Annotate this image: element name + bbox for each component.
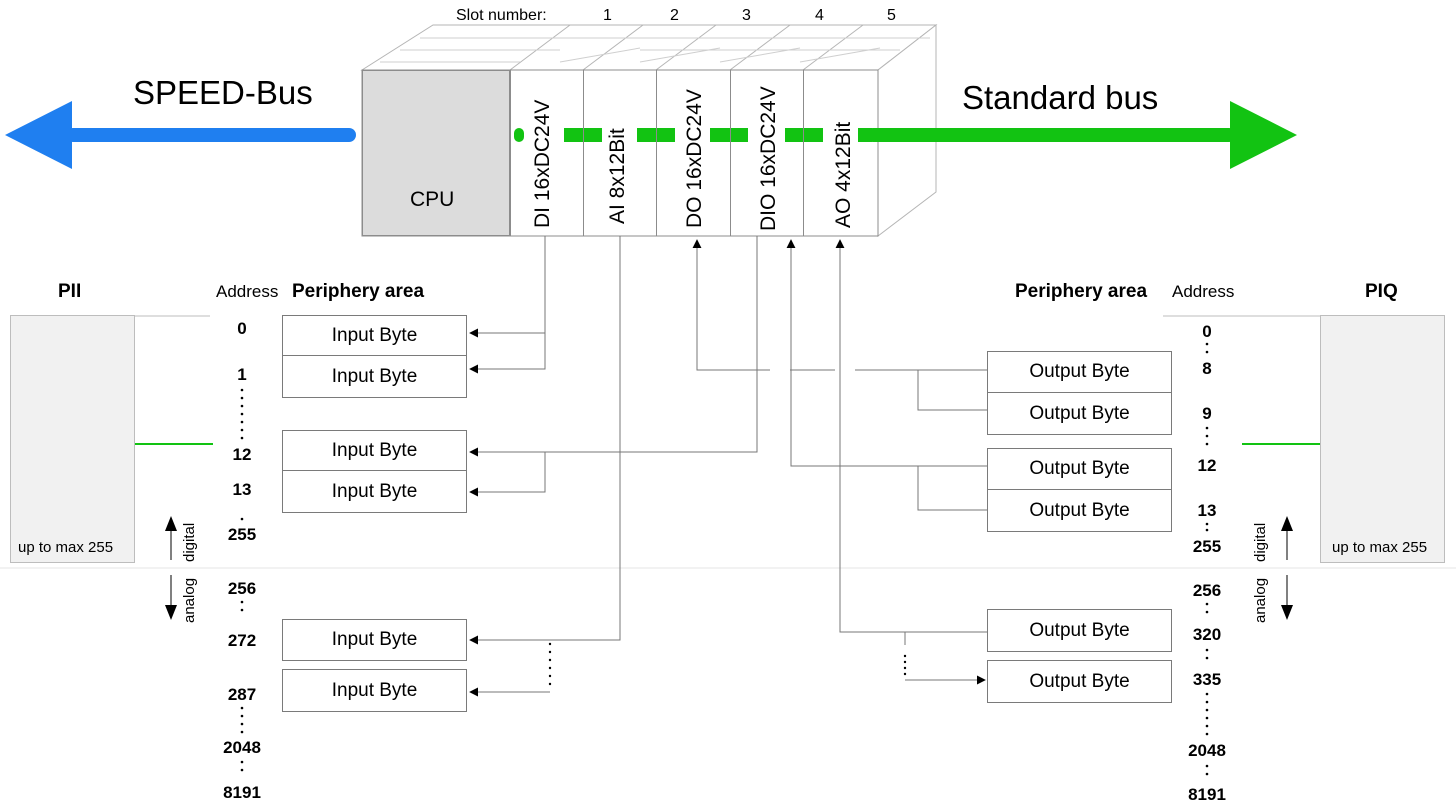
right-address-8191: 8191 — [1188, 785, 1226, 804]
left-address-header: Address — [216, 282, 279, 301]
right-address-13: 13 — [1197, 501, 1217, 520]
left-periphery-header: Periphery area — [292, 281, 425, 302]
right-address-2048: 2048 — [1188, 741, 1226, 760]
right-address-9: 9 — [1202, 404, 1212, 423]
pii-area — [10, 315, 135, 563]
left-connectors — [469, 236, 758, 697]
right-address-256: 256 — [1192, 581, 1222, 600]
digital-analog-arrows-right — [1281, 516, 1293, 620]
left-address-12: 12 — [232, 445, 252, 464]
left-address-2048: 2048 — [223, 738, 261, 757]
module-slot-3 — [656, 70, 730, 236]
output-byte-box: Output Byte — [987, 609, 1172, 652]
piq-title: PIQ — [1365, 281, 1398, 302]
slot-number-2: 2 — [670, 7, 679, 24]
right-address-335: 335 — [1192, 670, 1222, 689]
cpu-label: CPU — [410, 188, 455, 211]
address-dots-left — [240, 388, 244, 772]
slot-number-5: 5 — [887, 7, 896, 24]
module-label-ao: AO 4x12Bit — [832, 121, 855, 228]
input-byte-box: Input Byte — [282, 430, 467, 471]
module-label-ai: AI 8x12Bit — [606, 128, 629, 224]
ellipsis-dots-right — [903, 654, 907, 676]
output-byte-box: Output Byte — [987, 660, 1172, 703]
output-byte-box: Output Byte — [987, 489, 1172, 532]
left-address-287: 287 — [227, 685, 257, 704]
right-address-header: Address — [1172, 282, 1235, 301]
module-slot-2 — [583, 70, 656, 236]
right-connectors — [692, 239, 988, 685]
input-byte-box: Input Byte — [282, 315, 467, 356]
right-analog-label: analog — [1252, 577, 1269, 623]
module-slot-1 — [510, 70, 583, 236]
input-byte-box: Input Byte — [282, 619, 467, 661]
output-byte-box: Output Byte — [987, 392, 1172, 435]
standard-bus-arrow — [866, 101, 1297, 169]
input-byte-box: Input Byte — [282, 355, 467, 398]
module-label-di: DI 16xDC24V — [531, 99, 554, 228]
cpu-module — [362, 70, 510, 236]
left-address-8191: 8191 — [223, 783, 261, 802]
left-address-13: 13 — [232, 480, 252, 499]
address-dots-right — [1205, 342, 1209, 776]
right-periphery-header: Periphery area — [1015, 281, 1148, 302]
right-address-8: 8 — [1202, 359, 1212, 378]
slot-number-3: 3 — [742, 7, 751, 24]
slot-number-4: 4 — [815, 7, 824, 24]
digital-analog-arrows-left — [165, 516, 177, 620]
pii-max-label: up to max 255 — [18, 539, 114, 556]
right-address-0: 0 — [1202, 322, 1212, 341]
piq-area — [1320, 315, 1445, 563]
standard-bus-label: Standard bus — [962, 79, 1159, 116]
left-address-256: 256 — [227, 579, 257, 598]
slot-number-1: 1 — [603, 7, 612, 24]
input-byte-box: Input Byte — [282, 470, 467, 513]
piq-max-label: up to max 255 — [1332, 539, 1428, 556]
module-label-do: DO 16xDC24V — [683, 89, 706, 228]
ellipsis-dots-left — [548, 642, 552, 686]
output-byte-box: Output Byte — [987, 351, 1172, 393]
right-address-12: 12 — [1197, 456, 1217, 475]
left-address-0: 0 — [237, 319, 247, 338]
left-address-1: 1 — [237, 365, 247, 384]
right-address-255: 255 — [1192, 537, 1222, 556]
speed-bus-arrow — [5, 101, 356, 169]
speed-bus-label: SPEED-Bus — [133, 74, 313, 111]
pii-title: PII — [58, 281, 82, 302]
left-digital-label: digital — [181, 522, 198, 562]
output-byte-box: Output Byte — [987, 448, 1172, 490]
slot-number-label: Slot number: — [456, 7, 547, 24]
left-address-272: 272 — [227, 631, 257, 650]
right-address-320: 320 — [1192, 625, 1222, 644]
left-analog-label: analog — [181, 577, 198, 623]
module-slot-5 — [803, 70, 878, 236]
right-digital-label: digital — [1252, 522, 1269, 562]
module-slot-4 — [730, 70, 803, 236]
left-address-255: 255 — [227, 525, 257, 544]
input-byte-box: Input Byte — [282, 669, 467, 712]
module-label-dio: DIO 16xDC24V — [757, 86, 780, 231]
